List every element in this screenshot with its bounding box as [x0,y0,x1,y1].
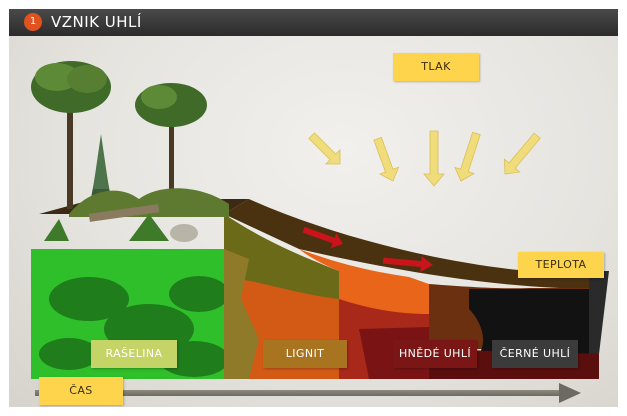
pressure-label: TLAK [393,53,479,81]
stage-label-peat: RAŠELINA [91,340,177,368]
time-label: ČAS [39,377,123,405]
title-bar: 1 VZNIK UHLÍ [9,9,618,36]
forest [31,61,229,242]
lignite-transition [224,249,259,379]
pressure-arrows [308,130,541,187]
temperature-label: TEPLOTA [518,252,604,278]
page-title: VZNIK UHLÍ [51,13,142,31]
strata-top-face [224,199,609,289]
step-number-badge: 1 [24,13,42,31]
stage-label-black-coal: ČERNÉ UHLÍ [492,340,578,368]
stage-label-brown-coal: HNĚDÉ UHLÍ [393,340,477,368]
stage-label-lignite: LIGNIT [263,340,347,368]
black-coal-layer [469,289,599,354]
black-coal-side [589,271,609,354]
diagram-frame: 1 VZNIK UHLÍ [9,9,618,407]
peat-layer-texture [39,276,229,377]
time-arrow [35,383,581,403]
rock [170,224,198,242]
temperature-arrows [302,226,433,272]
